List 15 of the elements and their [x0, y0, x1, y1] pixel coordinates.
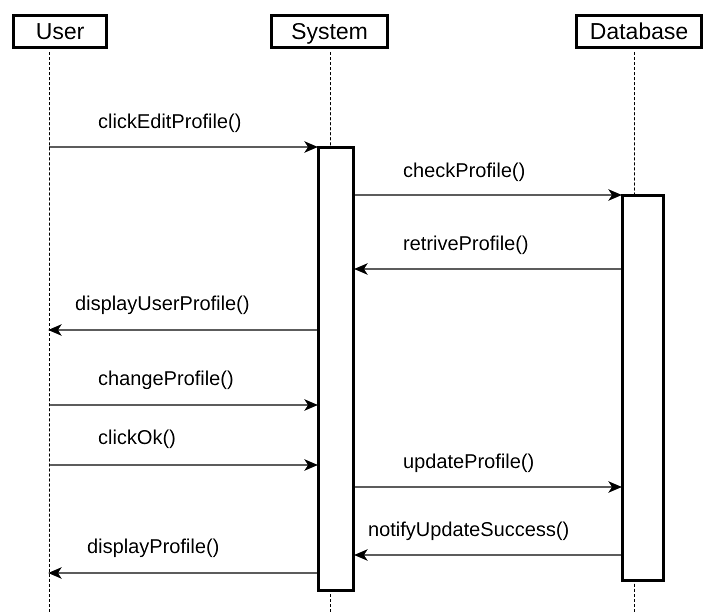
- message-arrow: [49, 459, 318, 471]
- lifeline: [49, 52, 50, 612]
- message-arrow: [49, 141, 318, 153]
- message-arrow: [354, 263, 621, 275]
- message-arrow: [48, 324, 317, 336]
- message-arrow: [355, 481, 622, 493]
- activation-bar: [621, 194, 665, 582]
- message-arrow: [49, 399, 318, 411]
- participant-box: User: [12, 14, 108, 49]
- message-arrow: [354, 549, 621, 561]
- participant-box: Database: [575, 14, 703, 49]
- message-arrow: [48, 567, 317, 579]
- activation-bar: [317, 146, 355, 592]
- participant-box: System: [270, 14, 389, 49]
- message-arrow: [355, 189, 622, 201]
